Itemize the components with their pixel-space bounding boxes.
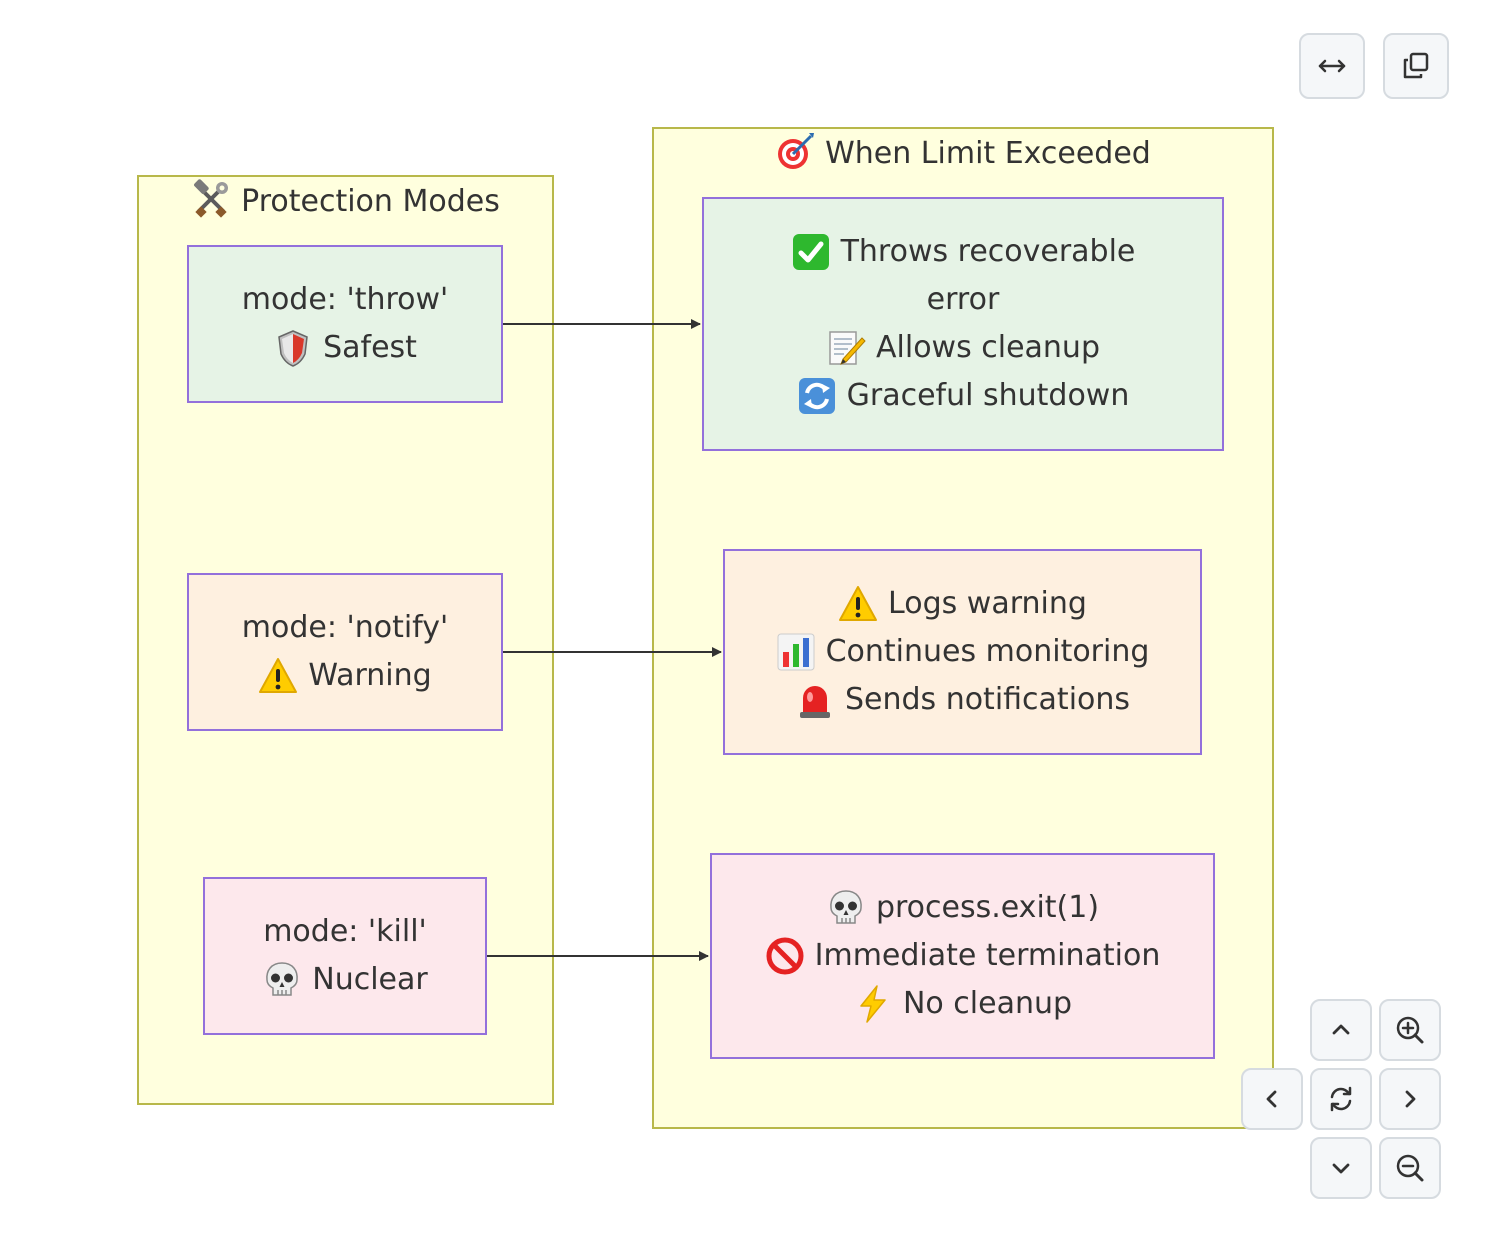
cluster-title-exceeded: When Limit Exceeded: [654, 131, 1272, 174]
pan-right-button[interactable]: [1379, 1068, 1441, 1130]
outcome-throw-line3: Allows cleanup: [876, 330, 1100, 365]
mode-throw-desc: Safest: [323, 330, 417, 365]
mode-throw-node[interactable]: mode: 'throw' Safest: [187, 245, 503, 403]
zoom-out-icon: [1396, 1154, 1424, 1182]
cluster-title-protection: Protection Modes: [139, 179, 552, 222]
lightning-icon: [853, 984, 893, 1024]
pan-down-button[interactable]: [1310, 1137, 1372, 1199]
reset-view-button[interactable]: [1310, 1068, 1372, 1130]
outcome-throw-line1: Throws recoverable: [840, 234, 1136, 269]
skull-icon: [262, 960, 302, 1000]
outcome-kill-line2: Immediate termination: [814, 938, 1161, 973]
mode-notify-label: mode: 'notify': [241, 610, 449, 645]
copy-icon: [1403, 52, 1429, 79]
pan-left-icon: [1266, 1090, 1277, 1108]
zoom-in-icon: [1396, 1016, 1424, 1044]
target-icon: [775, 131, 815, 171]
cluster-title-exceeded-text: When Limit Exceeded: [825, 136, 1151, 171]
reset-icon: [1330, 1086, 1352, 1112]
memo-icon: [826, 328, 866, 368]
pan-up-button[interactable]: [1310, 999, 1372, 1061]
pan-right-icon: [1405, 1090, 1416, 1108]
shield-icon: [273, 328, 313, 368]
warning-icon: [258, 656, 298, 696]
skull-icon: [826, 888, 866, 928]
prohibited-icon: [765, 936, 805, 976]
outcome-kill-line3: No cleanup: [902, 986, 1073, 1021]
mode-kill-node[interactable]: mode: 'kill' Nuclear: [203, 877, 487, 1035]
tools-icon: [191, 179, 231, 219]
pan-up-icon: [1332, 1024, 1350, 1035]
siren-icon: [795, 680, 835, 720]
outcome-kill-line1: process.exit(1): [875, 890, 1100, 925]
bar-chart-icon: [776, 632, 816, 672]
outcome-notify-line1: Logs warning: [888, 586, 1087, 621]
outcome-notify-line3: Sends notifications: [844, 682, 1131, 717]
outcome-kill-node[interactable]: process.exit(1) Immediate termination No…: [710, 853, 1215, 1059]
outcome-throw-node[interactable]: Throws recoverable error Allows cleanup: [702, 197, 1224, 451]
outcome-notify-line2: Continues monitoring: [825, 634, 1150, 669]
fit-width-icon: [1318, 59, 1346, 73]
pan-down-icon: [1332, 1163, 1350, 1174]
fit-width-button[interactable]: [1299, 33, 1365, 99]
mode-throw-label: mode: 'throw': [241, 282, 449, 317]
mode-notify-desc: Warning: [308, 658, 432, 693]
refresh-icon: [797, 376, 837, 416]
pan-left-button[interactable]: [1241, 1068, 1303, 1130]
mode-notify-node[interactable]: mode: 'notify' Warning: [187, 573, 503, 731]
mode-kill-label: mode: 'kill': [263, 914, 427, 949]
zoom-in-button[interactable]: [1379, 999, 1441, 1061]
check-mark-icon: [791, 232, 831, 272]
copy-button[interactable]: [1383, 33, 1449, 99]
cluster-title-protection-text: Protection Modes: [241, 184, 500, 219]
outcome-throw-line4: Graceful shutdown: [846, 378, 1130, 413]
outcome-notify-node[interactable]: Logs warning Continues monitoring Sends …: [723, 549, 1202, 755]
zoom-out-button[interactable]: [1379, 1137, 1441, 1199]
warning-icon: [838, 584, 878, 624]
outcome-throw-line2: error: [926, 282, 1000, 317]
mode-kill-desc: Nuclear: [312, 962, 428, 997]
